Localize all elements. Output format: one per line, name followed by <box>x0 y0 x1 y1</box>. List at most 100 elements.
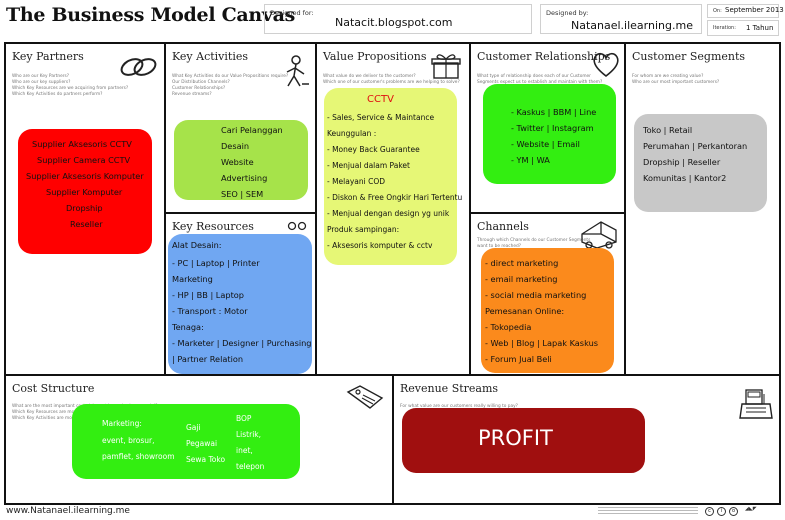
key-activities-question: Our Distribution Channels? <box>172 80 230 85</box>
designed-by-value[interactable]: Natanael.ilearning.me <box>571 19 693 32</box>
key-partners-question: Which Key Activities do partners perform… <box>12 92 103 97</box>
value-propositions-note <box>324 88 457 265</box>
key-resources-title: Key Resources <box>172 220 254 233</box>
channels-question: want to be reached? <box>477 244 522 249</box>
key-partners-item: Reseller <box>70 219 103 229</box>
key-activities-question: Customer Relationships? <box>172 86 226 91</box>
cost-structure-item: Sewa Toko <box>186 455 226 464</box>
key-resources-block: Key Resources Alat Desain: - PC | Laptop… <box>164 212 317 376</box>
gift-icon <box>431 54 461 79</box>
cost-structure-item: Listrik, <box>236 430 262 439</box>
key-partners-question: Which Key Resources are we acquiring fro… <box>12 86 129 91</box>
value-propositions-item: - Money Back Guarantee <box>327 145 420 154</box>
value-propositions-item: - Sales, Service & Maintance <box>327 113 435 122</box>
on-box: On: September 2013 <box>707 4 784 18</box>
cost-structure-question: Which Key Resources are most expensive? <box>12 410 104 415</box>
customer-segments-question: For whom are we creating value? <box>632 74 704 79</box>
channels-item: - social media marketing <box>485 290 587 300</box>
value-propositions-heading: CCTV <box>367 94 394 105</box>
cc-icon: c <box>705 507 714 516</box>
chain-link-icon <box>120 58 157 76</box>
channels-note <box>481 248 614 373</box>
key-partners-item: Supplier Aksesoris Komputer <box>26 171 144 181</box>
value-propositions-item: - Diskon & Free Ongkir Hari Tertentu <box>327 193 463 202</box>
customer-relationships-question: Segments expect us to establish and main… <box>477 80 603 85</box>
value-propositions-item: - Aksesoris komputer & cctv <box>327 241 433 250</box>
iteration-box: Iteration: 1 Tahun <box>707 20 779 36</box>
key-resources-item: | Partner Relation <box>172 354 244 364</box>
channels-item: Pemesanan Online: <box>485 306 565 316</box>
key-activities-item: Advertising <box>221 173 268 183</box>
footer-site[interactable]: www.Natanael.ilearning.me <box>6 506 130 516</box>
revenue-streams-title: Revenue Streams <box>400 382 499 395</box>
key-partners-item: Supplier Camera CCTV <box>37 155 131 165</box>
value-propositions-item: - Menjual dengan design yg unik <box>327 209 450 218</box>
value-propositions-title: Value Propositions <box>323 50 427 63</box>
value-propositions-question: What value do we deliver to the customer… <box>323 74 416 79</box>
value-propositions-item: - Menjual dalam Paket <box>327 161 410 170</box>
cost-structure-item: BOP <box>236 414 252 423</box>
key-resources-item: - PC | Laptop | Printer <box>172 258 260 268</box>
key-resources-item: - HP | BB | Laptop <box>172 290 245 300</box>
customer-relationships-block: Customer Relationships What type of rela… <box>469 42 626 214</box>
cost-structure-item: pamflet, showroom <box>102 452 175 461</box>
iteration-value: 1 Tahun <box>746 24 774 32</box>
heart-icon <box>593 52 619 78</box>
customer-segments-item: Dropship | Reseller <box>643 157 721 167</box>
designed-for-value[interactable]: Natacit.blogspot.com <box>335 16 453 29</box>
key-activities-item: Website <box>221 157 254 167</box>
key-partners-note <box>18 129 152 254</box>
key-partners-title: Key Partners <box>12 50 84 63</box>
customer-segments-item: Komunitas | Kantor2 <box>643 173 727 183</box>
key-activities-item: SEO | SEM <box>221 189 264 199</box>
customer-segments-question: Who are our most important customers? <box>632 80 720 85</box>
key-activities-block: Key Activities What Key Activities do ou… <box>164 42 317 214</box>
key-resources-item: Marketing <box>172 274 213 284</box>
key-partners-question: Who are our Key Partners? <box>12 74 70 79</box>
value-propositions-item: Keunggulan : <box>327 129 377 138</box>
key-partners-item: Supplier Aksesoris CCTV <box>32 139 132 149</box>
cost-structure-title: Cost Structure <box>12 382 95 395</box>
channels-item: - direct marketing <box>485 258 559 268</box>
channels-item: - Web | Blog | Lapak Kaskus <box>485 338 599 348</box>
key-resources-note <box>168 234 312 374</box>
cost-structure-item: telepon <box>236 462 265 471</box>
canvas-title: The Business Model Canvas <box>6 4 296 26</box>
channels-item: - Forum Jual Beli <box>485 354 552 364</box>
cost-structure-item: Marketing: <box>102 419 142 428</box>
key-partners-item: Supplier Komputer <box>46 187 123 197</box>
iteration-label: Iteration: <box>713 25 736 31</box>
customer-relationships-question: What type of relationship does each of o… <box>477 74 591 79</box>
worker-icon <box>286 55 309 87</box>
customer-segments-title: Customer Segments <box>632 50 746 63</box>
cash-register-icon <box>739 389 773 419</box>
channels-block: Channels Through which Channels do our C… <box>469 212 626 376</box>
channels-item: - Tokopedia <box>485 322 532 332</box>
revenue-streams-note <box>402 408 645 473</box>
designed-by-box: Designed by: Natanael.ilearning.me <box>540 4 702 34</box>
on-label: On: <box>713 8 722 14</box>
channels-item: - email marketing <box>485 274 558 284</box>
attribution-icon: i <box>717 507 726 516</box>
channels-title: Channels <box>477 220 529 233</box>
customer-segments-block: Customer Segments For whom are we creati… <box>624 42 781 376</box>
key-activities-note <box>174 120 308 200</box>
strategyzer-logo: ◢◣◤ <box>745 506 757 512</box>
license-text <box>598 506 698 514</box>
key-activities-question: What Key Activities do our Value Proposi… <box>172 74 289 79</box>
revenue-streams-question: For what value are our customers really … <box>400 404 518 409</box>
truck-icon <box>581 221 617 249</box>
key-resources-item: - Marketer | Designer | Purchasing <box>172 338 312 348</box>
customer-segments-note <box>634 114 767 212</box>
key-activities-question: Revenue streams? <box>172 92 212 97</box>
key-activities-item: Desain <box>221 141 250 151</box>
designed-by-label: Designed by: <box>546 9 589 17</box>
customer-segments-item: Perumahan | Perkantoran <box>643 141 748 151</box>
key-partners-block: Key Partners Who are our Key Partners? W… <box>4 42 166 376</box>
price-tag-icon <box>346 385 384 409</box>
customer-segments-item: Toko | Retail <box>643 125 693 135</box>
key-activities-title: Key Activities <box>172 50 249 63</box>
customer-relationships-note <box>483 84 616 184</box>
customer-relationships-item: - Website | Email <box>511 139 580 149</box>
customer-relationships-title: Customer Relationships <box>477 50 611 63</box>
